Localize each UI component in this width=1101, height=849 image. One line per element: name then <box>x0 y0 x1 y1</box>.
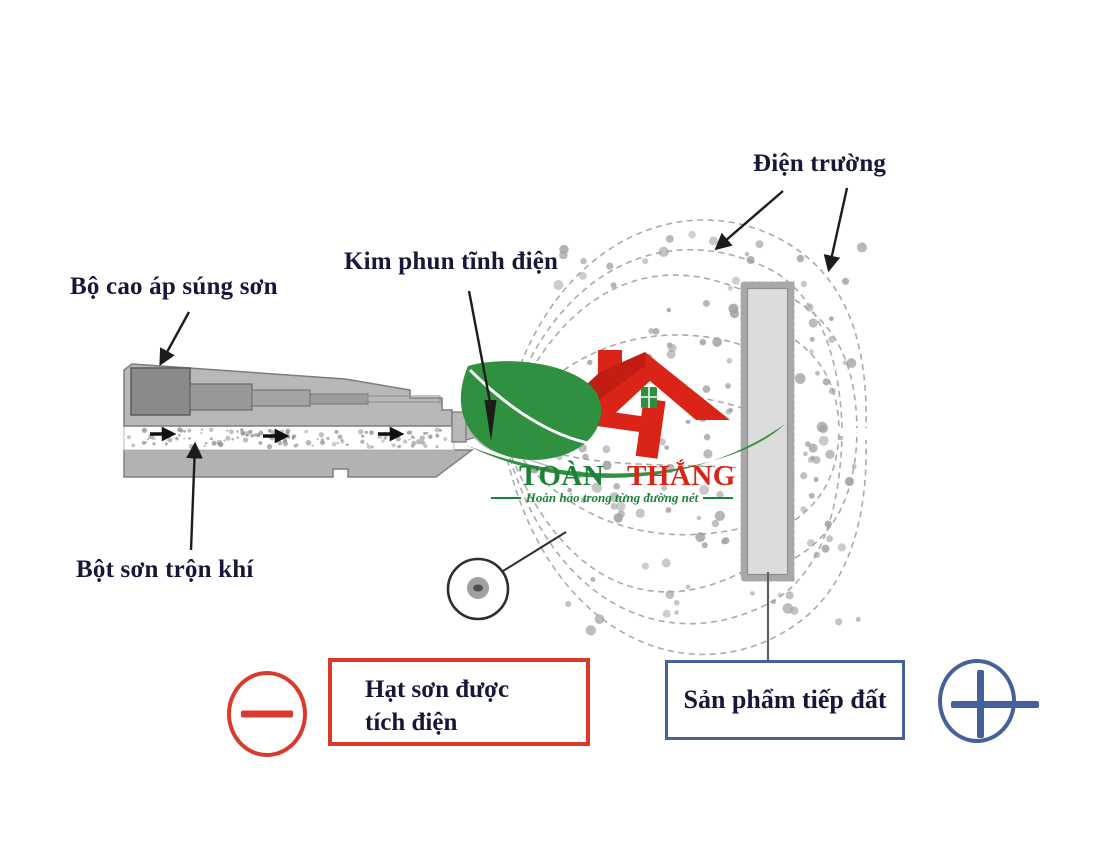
needle-arrow-shaft <box>467 290 492 403</box>
field-arrow-left <box>714 190 784 251</box>
grounded-plate <box>740 281 795 661</box>
brand-tagline: Hoàn hảo trong từng đường nét <box>525 490 699 505</box>
charged-particles-box: Hạt sơn được tích điện <box>328 658 590 746</box>
electric-field-lines <box>502 219 867 656</box>
label-electric-field: Điện trường <box>753 150 887 177</box>
high-voltage-block <box>130 367 191 416</box>
tagline-dash-left <box>490 497 521 499</box>
particle-magnifier <box>446 531 567 621</box>
needle-arrow-head <box>484 400 497 441</box>
positive-charge-badge <box>938 659 1039 743</box>
powder-arrow <box>186 441 203 551</box>
field-arrow-right <box>823 187 849 273</box>
grounded-product-box: Sản phẩm tiếp đất <box>665 660 905 740</box>
grounded-product-label: Sản phẩm tiếp đất <box>683 684 887 714</box>
hv-unit-arrow <box>159 311 191 366</box>
charged-particles-line1: Hạt sơn được <box>365 676 510 703</box>
minus-icon <box>241 710 293 718</box>
pointer-arrows <box>159 187 849 551</box>
tagline-dash-right <box>703 497 734 499</box>
brand-tagline-row: Hoàn hảo trong từng đường nét <box>490 490 734 506</box>
channel-flow-arrows <box>150 426 405 444</box>
negative-charge-badge <box>227 671 307 757</box>
gun-lower-barrel <box>123 449 475 478</box>
label-powder-air-mix: Bột sơn trộn khí <box>76 556 254 583</box>
brand-logo-graphic <box>460 350 785 478</box>
brand-word-first: TOÀN <box>519 460 605 492</box>
brand-word-second: THẮNG <box>627 460 736 492</box>
spray-gun <box>123 363 481 478</box>
charged-particles-line2: tích điện <box>365 709 458 736</box>
label-electrostatic-needle: Kim phun tĩnh điện <box>344 248 559 275</box>
brand-wordmark: TOÀN THẮNG <box>519 460 736 493</box>
label-high-voltage-unit: Bộ cao áp súng sơn <box>70 273 278 300</box>
plus-icon <box>951 701 1039 708</box>
